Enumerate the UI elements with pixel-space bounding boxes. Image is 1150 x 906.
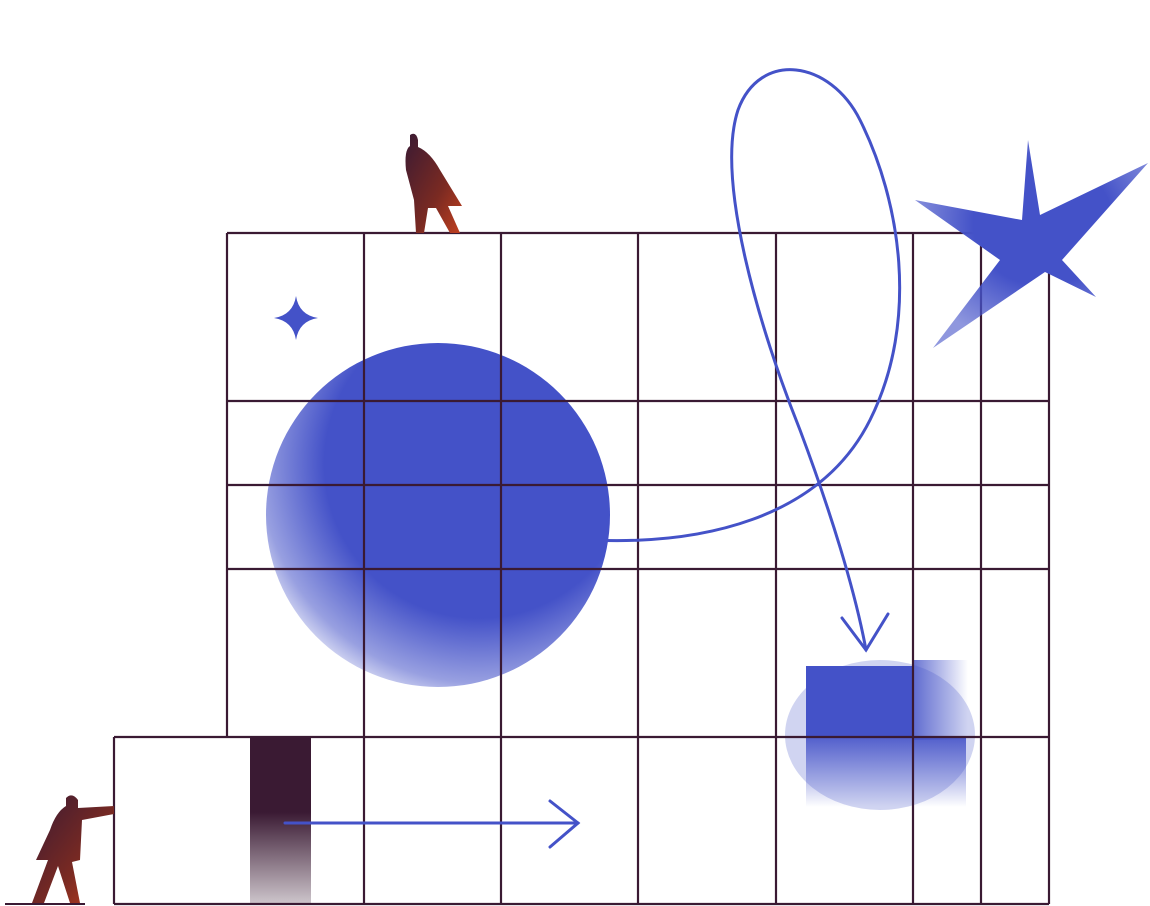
- sparkle-icon: [274, 296, 318, 340]
- person-pushing-icon: [32, 795, 114, 903]
- dark-bar: [250, 737, 311, 904]
- loop-arrow-icon: [588, 68, 902, 653]
- blue-circle: [266, 343, 610, 687]
- grid: [112, 231, 1051, 906]
- blue-square: [785, 660, 975, 810]
- person-on-top-icon: [405, 133, 462, 233]
- right-arrow-icon: [283, 799, 581, 849]
- star-icon: [915, 140, 1148, 348]
